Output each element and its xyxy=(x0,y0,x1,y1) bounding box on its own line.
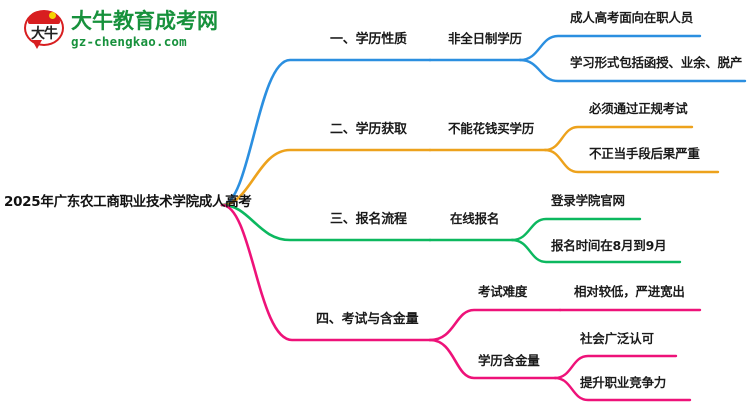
mindmap-node-branch-3-leaf-1[interactable]: 登录学院官网 xyxy=(551,193,625,208)
mindmap-root-node[interactable]: 2025年广东农工商职业技术学院成人高考 xyxy=(4,194,252,210)
logo-bull-icon: 大牛 xyxy=(24,10,64,50)
mindmap-node-branch-4-leaf-1[interactable]: 相对较低，严进宽出 xyxy=(574,284,685,299)
mindmap-node-branch-1-leaf-2[interactable]: 学习形式包括函授、业余、脱产 xyxy=(570,55,743,70)
logo-bubble-tail xyxy=(32,40,42,49)
logo-wordmark: 大牛教育成考网 gz-chengkao.com xyxy=(71,11,218,49)
mindmap-node-branch-4-leaf-2[interactable]: 社会广泛认可 xyxy=(580,331,654,346)
mindmap-node-branch-2-sub-1[interactable]: 不能花钱买学历 xyxy=(448,121,535,136)
mindmap-node-branch-3-sub-1[interactable]: 在线报名 xyxy=(450,211,500,226)
mindmap-node-branch-1-sub-1[interactable]: 非全日制学历 xyxy=(448,31,522,46)
logo-brand-name: 大牛教育成考网 xyxy=(71,9,218,34)
mindmap-node-branch-2-leaf-2[interactable]: 不正当手段后果严重 xyxy=(589,146,700,161)
mindmap-node-branch-3-leaf-2[interactable]: 报名时间在8月到9月 xyxy=(551,238,667,253)
mindmap-node-branch-3[interactable]: 三、报名流程 xyxy=(330,212,407,227)
logo-brand-url: gz-chengkao.com xyxy=(71,34,187,50)
wire-branch4-sub1 xyxy=(428,308,562,342)
wire-sub3-leaf1 xyxy=(510,217,642,242)
wire-root-branch2 xyxy=(220,148,432,207)
mindmap-node-branch-1-leaf-1[interactable]: 成人高考面向在职人员 xyxy=(570,10,694,25)
site-logo: 大牛 大牛教育成考网 gz-chengkao.com xyxy=(24,10,218,50)
mindmap-node-branch-1[interactable]: 一、学历性质 xyxy=(330,32,407,47)
mindmap-node-branch-2-leaf-1[interactable]: 必须通过正规考试 xyxy=(589,101,688,116)
mindmap-node-branch-4-sub-2[interactable]: 学历含金量 xyxy=(478,353,540,368)
mindmap-node-branch-4-sub-1[interactable]: 考试难度 xyxy=(478,284,528,299)
logo-cap-dot xyxy=(49,12,56,19)
mindmap-node-branch-2[interactable]: 二、学历获取 xyxy=(330,122,407,137)
mindmap-node-branch-4[interactable]: 四、考试与含金量 xyxy=(316,312,419,327)
logo-mark-text: 大牛 xyxy=(31,26,58,42)
mindmap-node-branch-4-leaf-3[interactable]: 提升职业竞争力 xyxy=(580,375,667,390)
